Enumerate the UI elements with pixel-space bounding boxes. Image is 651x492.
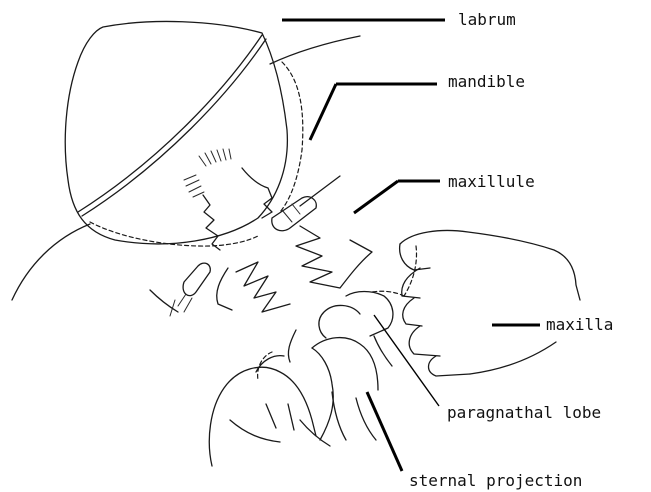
paragnathal-lobe-label: paragnathal lobe — [447, 403, 601, 422]
paragnathal-lobe-leader — [374, 315, 439, 406]
paragnathal-lobe-structure — [288, 292, 393, 367]
maxilla-structure — [372, 231, 580, 377]
mandible-leader-d — [310, 84, 336, 140]
labrum-structure — [12, 21, 360, 300]
sternal-projection-label: sternal projection — [409, 471, 582, 490]
labels: labrum mandible maxillule maxilla paragn… — [409, 10, 613, 490]
sternal-projection-leader — [367, 392, 402, 471]
maxilla-label: maxilla — [546, 315, 613, 334]
sternal-projection-structure — [209, 338, 378, 466]
mandible-label: mandible — [448, 72, 525, 91]
mandible-spines — [184, 149, 231, 197]
labrum-label: labrum — [458, 10, 516, 29]
maxillule-structure — [150, 226, 372, 316]
maxillule-label: maxillule — [448, 172, 535, 191]
maxillule-leader-d — [354, 181, 398, 213]
mandible-structure — [184, 149, 340, 250]
